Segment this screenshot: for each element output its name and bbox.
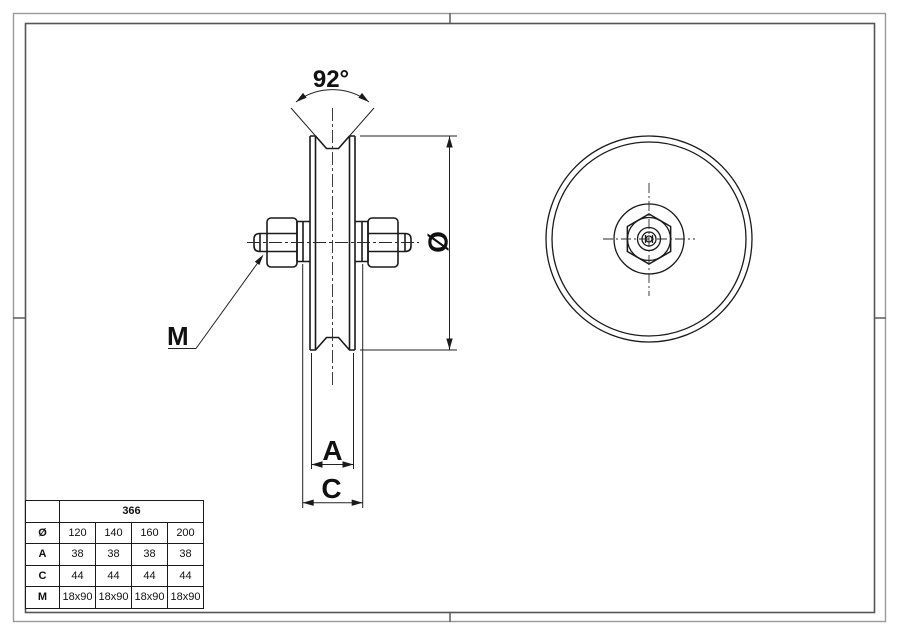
spec-cell: 18x90 bbox=[95, 586, 132, 609]
dimension-annotations bbox=[168, 89, 457, 508]
frame-inner-border bbox=[24, 22, 876, 614]
spec-cell: 200 bbox=[167, 521, 204, 544]
side-view-centerlines bbox=[247, 108, 419, 385]
spec-cell: 38 bbox=[59, 543, 96, 566]
spec-cell: 44 bbox=[167, 564, 204, 587]
dim-arrow-down bbox=[446, 338, 453, 350]
groove-angle-label: 92° bbox=[313, 66, 349, 93]
spec-cell: 44 bbox=[95, 564, 132, 587]
spec-row-label: M bbox=[25, 586, 60, 609]
wheel-groove-circle bbox=[551, 141, 747, 337]
diameter-dimension bbox=[360, 135, 457, 351]
thread-label: M bbox=[167, 321, 189, 351]
frame-centering-marks bbox=[13, 13, 886, 622]
angle-arrow-right bbox=[358, 92, 369, 102]
spec-table: 366 Ø 120 140 160 200 A 38 38 38 38 C 44… bbox=[25, 500, 204, 609]
spec-cell: 18x90 bbox=[131, 586, 168, 609]
spec-row-label: A bbox=[25, 543, 60, 566]
spec-row-label: C bbox=[25, 564, 60, 587]
spec-cell: 38 bbox=[131, 543, 168, 566]
spec-table-row-diameter: Ø 120 140 160 200 bbox=[25, 521, 204, 544]
angle-arrow-left bbox=[296, 92, 307, 102]
spec-table-model: 366 bbox=[59, 500, 204, 523]
dim-c bbox=[302, 264, 364, 508]
diameter-symbol-label: Ø bbox=[423, 231, 454, 253]
spec-cell: 18x90 bbox=[167, 586, 204, 609]
dim-a bbox=[311, 353, 354, 469]
spec-table-header-row: 366 bbox=[25, 500, 204, 523]
spec-cell: 44 bbox=[131, 564, 168, 587]
sheet-frame bbox=[12, 12, 887, 623]
spec-cell: 44 bbox=[59, 564, 96, 587]
dim-c-label: C bbox=[321, 473, 341, 504]
spec-table-corner-cell bbox=[25, 500, 60, 523]
leader-arrow bbox=[254, 254, 264, 265]
spec-cell: 160 bbox=[131, 521, 168, 544]
wheel-outer-circle bbox=[545, 135, 753, 343]
spec-table-row-c: C 44 44 44 44 bbox=[25, 564, 204, 587]
spec-cell: 38 bbox=[95, 543, 132, 566]
dim-arrow-up bbox=[446, 136, 453, 148]
groove-angle-dimension bbox=[290, 89, 375, 137]
spec-cell: 120 bbox=[59, 521, 96, 544]
spec-cell: 38 bbox=[167, 543, 204, 566]
front-view-centerlines bbox=[603, 183, 695, 296]
thread-leader bbox=[168, 254, 264, 349]
spec-cell: 140 bbox=[95, 521, 132, 544]
spec-table-row-a: A 38 38 38 38 bbox=[25, 543, 204, 566]
spec-cell: 18x90 bbox=[59, 586, 96, 609]
spec-table-row-m: M 18x90 18x90 18x90 18x90 bbox=[25, 586, 204, 609]
spec-row-label: Ø bbox=[25, 521, 60, 544]
dim-a-label: A bbox=[322, 435, 342, 466]
